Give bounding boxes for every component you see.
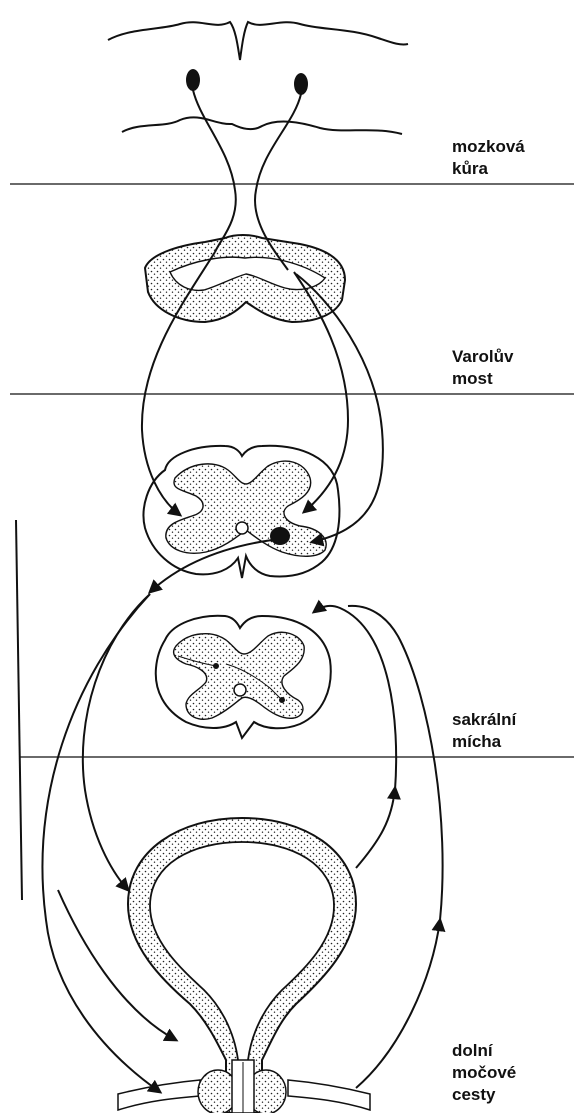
label-pons-line-1: Varolův [452, 346, 513, 368]
afferent-bladder-right [356, 788, 395, 868]
sphincter [118, 1060, 370, 1113]
sacral-neuron-1 [213, 663, 219, 669]
label-lower-urinary-tract-line-2: močové [452, 1062, 516, 1084]
label-sacral-cord-line-1: sakrální [452, 709, 516, 731]
upper-spinal-section [144, 446, 340, 578]
cortical-tract-left [193, 90, 236, 252]
sacral-central-canal [234, 684, 246, 696]
label-cerebral-cortex: mozková kůra [452, 136, 525, 180]
label-pons-line-2: most [452, 368, 513, 390]
cortical-neuron-right [294, 73, 308, 95]
afferent-sphincter-right [356, 920, 440, 1088]
label-lower-urinary-tract-line-1: dolní [452, 1040, 516, 1062]
upper-spinal-central-canal [236, 522, 248, 534]
cortical-neurons [186, 69, 308, 95]
efferent-to-bladder-left [83, 594, 150, 890]
label-cerebral-cortex-line-1: mozková [452, 136, 525, 158]
pons-section [145, 235, 345, 322]
left-vertical-line [16, 520, 22, 900]
upper-spinal-nucleus [270, 527, 290, 545]
label-lower-urinary-tract-line-3: cesty [452, 1084, 516, 1106]
label-lower-urinary-tract: dolní močové cesty [452, 1040, 516, 1106]
label-pons: Varolův most [452, 346, 513, 390]
cerebral-cortex [108, 22, 408, 134]
label-sacral-cord: sakrální mícha [452, 709, 516, 753]
label-sacral-cord-line-2: mícha [452, 731, 516, 753]
sacral-neuron-2 [279, 697, 285, 703]
sacral-spinal-section [156, 616, 331, 738]
label-cerebral-cortex-line-2: kůra [452, 158, 525, 180]
cortical-neuron-left [186, 69, 200, 91]
